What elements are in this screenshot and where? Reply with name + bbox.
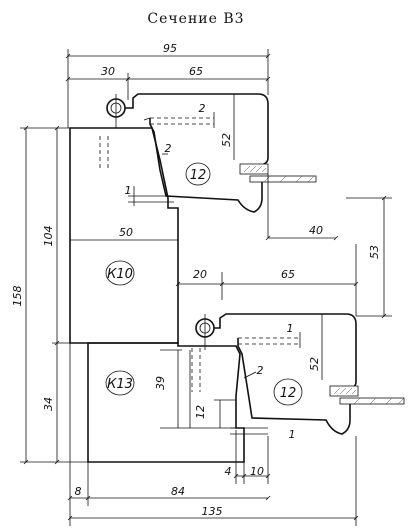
dim-39: 39 xyxy=(154,376,167,390)
dim-65-mid: 65 xyxy=(281,268,295,281)
dim-95: 95 xyxy=(163,42,177,55)
dim-20: 20 xyxy=(193,268,207,281)
panel-upper-tag-circle xyxy=(185,162,211,186)
block-k10-tag-circle xyxy=(105,260,135,286)
dim-2-a: 2 xyxy=(199,102,206,115)
dim-65-top: 65 xyxy=(189,65,203,78)
block-k13-tag-circle xyxy=(105,370,135,396)
dim-104: 104 xyxy=(42,226,55,247)
lower-panel xyxy=(195,313,405,435)
dim-34: 34 xyxy=(42,397,55,411)
top-dimension-lines xyxy=(65,49,271,128)
dim-135: 135 xyxy=(202,505,223,518)
dim-30: 30 xyxy=(101,65,115,78)
middle-dimension-lines xyxy=(175,195,392,319)
dim-4: 4 xyxy=(225,465,232,478)
bottom-dimension-lines xyxy=(67,343,359,526)
block-k10-label: К10 xyxy=(107,267,133,282)
panel-lower-label: 12 xyxy=(280,386,297,401)
panel-upper-label: 12 xyxy=(190,168,207,183)
dim-84: 84 xyxy=(171,485,185,498)
dim-2-b: 2 xyxy=(165,142,172,155)
dim-1-c: 1 xyxy=(289,428,296,441)
block-k13-label: К13 xyxy=(107,377,133,392)
dim-158: 158 xyxy=(11,286,24,307)
panel-lower-tag-circle xyxy=(273,378,303,406)
section-title: Сечение В3 xyxy=(147,11,244,27)
dim-52-lower: 52 xyxy=(308,357,321,371)
dim-2-c: 2 xyxy=(257,364,264,377)
dim-10: 10 xyxy=(250,465,264,478)
dim-1-a: 1 xyxy=(125,184,132,197)
dim-8: 8 xyxy=(75,485,82,498)
dim-50: 50 xyxy=(119,226,133,239)
left-dimension-lines xyxy=(20,125,88,465)
dim-1-b: 1 xyxy=(287,322,294,335)
upper-panel xyxy=(106,93,317,238)
dim-52-upper: 52 xyxy=(220,133,233,147)
dim-40: 40 xyxy=(309,224,323,237)
dim-53: 53 xyxy=(368,245,381,259)
block-k13 xyxy=(87,342,245,463)
dim-12: 12 xyxy=(194,405,207,419)
